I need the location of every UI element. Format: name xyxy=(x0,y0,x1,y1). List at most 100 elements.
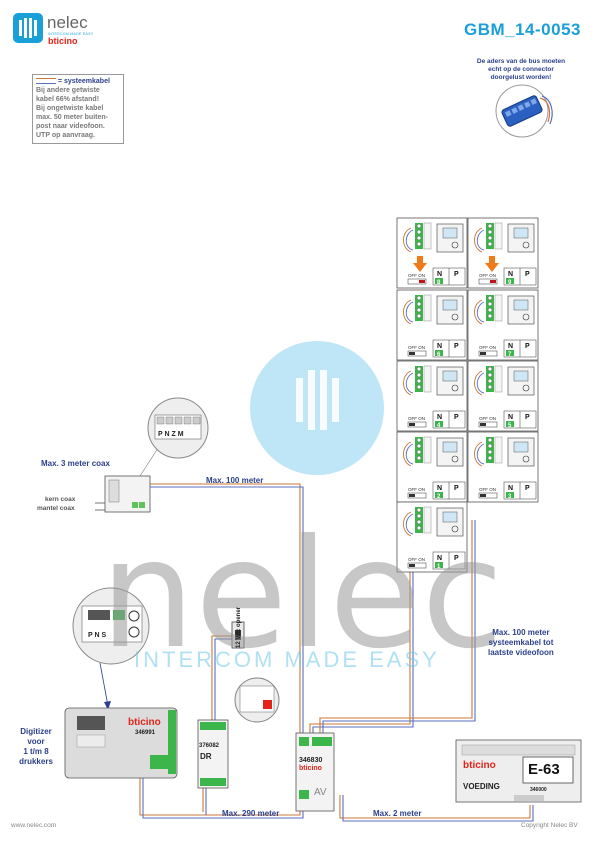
phone-switch-label: OFF ON xyxy=(479,487,496,492)
relay-model: 376082 xyxy=(199,743,220,749)
phone-n-label: N xyxy=(437,414,442,421)
watermark-logo-icon xyxy=(296,370,339,430)
connector-note: De aders van de bus moeten echt op de co… xyxy=(476,58,566,81)
psu-brand: bticino xyxy=(463,760,496,771)
av-interface-unit xyxy=(295,732,335,812)
digitizer-device xyxy=(64,707,178,779)
phone-p-label: P xyxy=(525,343,530,350)
phone-number-label: 4 xyxy=(437,423,441,429)
phone-switch-label: OFF ON xyxy=(408,416,425,421)
relay-zoom xyxy=(234,677,280,723)
legend-box: = systeemkabel Bij andere getwiste kabel… xyxy=(32,74,124,144)
brand-name: nelec xyxy=(47,13,88,32)
legend-cable-line: = systeemkabel xyxy=(36,77,120,86)
phone-n-label: N xyxy=(437,271,442,278)
max-2-label: Max. 2 meter xyxy=(373,809,422,818)
footer-copyright: Copyright Nelec BV xyxy=(521,822,578,829)
power-supply-unit xyxy=(455,739,582,803)
videophone-unit: N P 6 OFF ON xyxy=(396,289,468,361)
coax-interface-unit xyxy=(95,444,161,513)
max-290-label: Max. 290 meter xyxy=(222,809,280,818)
legend-text-5: max. 50 meter buiten- xyxy=(36,114,108,121)
watermark-circle xyxy=(250,341,384,475)
digitizer-brand: bticino xyxy=(128,717,161,728)
videophone-unit: N P 2 OFF ON xyxy=(396,431,468,503)
phone-switch-label: OFF ON xyxy=(479,273,496,278)
phone-number-label: 5 xyxy=(508,423,512,429)
phone-number-label: 1 xyxy=(437,564,441,570)
legend-text-3: kabel 66% afstand! xyxy=(36,96,100,103)
terminal-zoom-1: P N Z M xyxy=(147,397,209,459)
partner-brand: bticino xyxy=(48,36,78,46)
max-100-top-label: Max. 100 meter xyxy=(206,476,264,485)
phone-n-label: N xyxy=(437,555,442,562)
phone-number-label: 7 xyxy=(508,352,512,358)
phone-n-label: N xyxy=(508,414,513,421)
phone-n-label: N xyxy=(508,271,513,278)
psu-label: VOEDING xyxy=(463,782,500,791)
phone-number-label: 6 xyxy=(437,352,441,358)
videophone-unit: N P 8 OFF ON xyxy=(396,217,468,289)
nelec-logo-icon xyxy=(13,13,43,43)
videophone-unit: N P 7 OFF ON xyxy=(467,289,539,361)
phone-p-label: P xyxy=(525,271,530,278)
phone-n-label: N xyxy=(437,485,442,492)
watermark-word: nelec xyxy=(100,508,504,682)
phone-p-label: P xyxy=(525,414,530,421)
videophone-unit: N P 4 OFF ON xyxy=(396,360,468,432)
door-opener-label: 12 Vdc opener xyxy=(236,606,242,648)
phone-p-label: P xyxy=(454,414,459,421)
nelec-logo: nelec INTERCOM MADE EASY bticino xyxy=(13,13,98,46)
legend-text-2: Bij andere getwiste xyxy=(36,87,100,94)
phone-n-label: N xyxy=(508,343,513,350)
phone-n-label: N xyxy=(508,485,513,492)
svg-text:P N Z M: P N Z M xyxy=(158,431,184,438)
psu-model: E-63 xyxy=(528,761,560,778)
phone-switch-label: OFF ON xyxy=(408,487,425,492)
svg-text:P N S: P N S xyxy=(88,632,106,639)
phone-switch-label: OFF ON xyxy=(479,345,496,350)
videophone-unit: N P 1 OFF ON xyxy=(396,501,468,573)
mantel-coax-label: mantel coax xyxy=(37,505,75,512)
phone-number-label: 2 xyxy=(437,494,441,500)
phone-number-label: 9 xyxy=(508,280,512,286)
phone-switch-label: OFF ON xyxy=(408,345,425,350)
phone-p-label: P xyxy=(454,271,459,278)
digitizer-model: 346991 xyxy=(135,730,156,736)
phone-number-label: 8 xyxy=(437,280,441,286)
phone-switch-label: OFF ON xyxy=(408,273,425,278)
av-label: AV xyxy=(314,787,327,798)
av-model: 346830 xyxy=(299,757,323,764)
door-opener xyxy=(231,621,245,649)
brand-tagline: INTERCOM MADE EASY xyxy=(48,32,94,36)
phone-switch-label: OFF ON xyxy=(479,416,496,421)
bus-connector-image xyxy=(495,84,553,138)
digitizer-zoom: P N S xyxy=(72,587,150,710)
phone-number-label: 3 xyxy=(508,494,512,500)
footer-website: www.nelec.com xyxy=(11,822,57,829)
phone-switch-label: OFF ON xyxy=(408,557,425,562)
configurator-arrows xyxy=(413,256,499,272)
videophone-unit: N P 5 OFF ON xyxy=(467,360,539,432)
videophone-unit: N P 9 OFF ON xyxy=(467,217,539,289)
videophone-unit: N P 3 OFF ON xyxy=(467,431,539,503)
max-coax-label: Max. 3 meter coax xyxy=(41,459,110,468)
phone-p-label: P xyxy=(454,555,459,562)
system-cables xyxy=(139,483,534,822)
legend-text-7: UTP op aanvraag. xyxy=(36,132,96,139)
legend-text-4: Bij ongetwiste kabel xyxy=(36,105,104,112)
watermark-tagline: INTERCOM MADE EASY xyxy=(134,647,440,672)
digitizer-label: Digitizer voor 1 t/m 8 drukkers xyxy=(19,727,53,766)
kern-coax-label: kern coax xyxy=(45,496,76,503)
legend-text-6: post naar videofoon. xyxy=(36,123,105,130)
document-code: GBM_14-0053 xyxy=(463,20,581,39)
phone-p-label: P xyxy=(525,485,530,492)
phone-n-label: N xyxy=(437,343,442,350)
phone-p-label: P xyxy=(454,343,459,350)
av-brand: bticino xyxy=(299,765,322,772)
relay-device xyxy=(197,719,229,789)
phone-p-label: P xyxy=(454,485,459,492)
relay-dr: DR xyxy=(200,752,212,761)
